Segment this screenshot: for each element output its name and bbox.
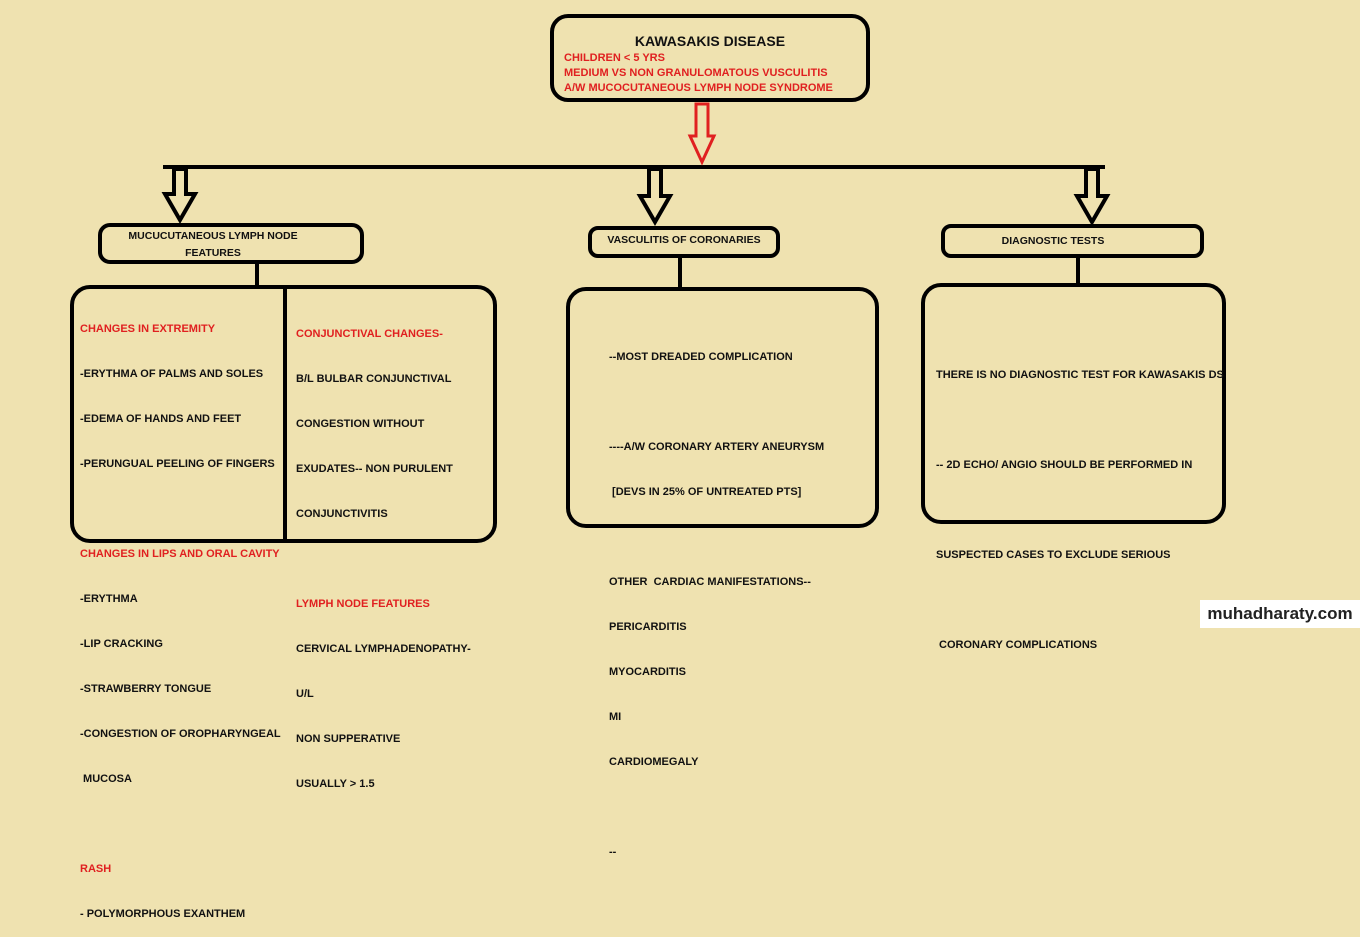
item: USUALLY > 1.5 <box>296 778 375 790</box>
item: CORONARY COMPLICATIONS <box>936 639 1098 651</box>
heading: CHANGES IN EXTREMITY <box>80 323 216 335</box>
item: MYOCARDITIS <box>609 666 686 678</box>
item: CONGESTION WITHOUT <box>296 418 425 430</box>
item: -EDEMA OF HANDS AND FEET <box>80 413 242 425</box>
black-down-arrows <box>161 167 1111 227</box>
heading: LYMPH NODE FEATURES <box>296 598 430 610</box>
mlnf-right-column: CONJUNCTIVAL CHANGES- B/L BULBAR CONJUNC… <box>296 297 471 807</box>
item: CONJUNCTIVITIS <box>296 508 388 520</box>
item: U/L <box>296 688 314 700</box>
item: MI <box>609 711 622 723</box>
top-title: KAWASAKIS DISEASE <box>634 33 786 49</box>
item: -- 2D ECHO/ ANGIO SHOULD BE PERFORMED IN <box>936 459 1193 471</box>
item: -ERYTHMA <box>80 593 138 605</box>
diag-content: THERE IS NO DIAGNOSTIC TEST FOR KAWASAKI… <box>936 300 1224 690</box>
item: CERVICAL LYMPHADENOPATHY- <box>296 643 471 655</box>
arrow-down-icon <box>161 167 199 225</box>
label-mlnf-2: FEATURES <box>185 247 241 259</box>
item: -- <box>609 846 617 858</box>
item: SUSPECTED CASES TO EXCLUDE SERIOUS <box>936 549 1171 561</box>
item: CARDIOMEGALY <box>609 756 699 768</box>
item: EXUDATES-- NON PURULENT <box>296 463 453 475</box>
item: - POLYMORPHOUS EXANTHEM <box>80 908 246 920</box>
item: -ERYTHMA OF PALMS AND SOLES <box>80 368 264 380</box>
vasc-content: --MOST DREADED COMPLICATION ----A/W CORO… <box>609 320 824 875</box>
item: B/L BULBAR CONJUNCTIVAL <box>296 373 452 385</box>
label-vasc: VASCULITIS OF CORONARIES <box>607 234 761 246</box>
content-box-vasc <box>566 287 879 528</box>
top-box <box>550 14 870 102</box>
watermark: muhadharaty.com <box>1200 600 1360 628</box>
diagram-connectors <box>70 14 1226 543</box>
item: --MOST DREADED COMPLICATION <box>609 351 793 363</box>
top-line: CHILDREN < 5 YRS <box>564 52 665 64</box>
arrow-down-icon <box>1073 167 1111 227</box>
label-diag: DIAGNOSTIC TESTS <box>1001 235 1105 247</box>
label-box-vasc <box>588 226 780 258</box>
item: THERE IS NO DIAGNOSTIC TEST FOR KAWASAKI… <box>936 369 1224 381</box>
red-down-arrow <box>687 102 717 166</box>
top-line: A/W MUCOCUTANEOUS LYMPH NODE SYNDROME <box>564 82 833 94</box>
label-mlnf-1: MUCUCUTANEOUS LYMPH NODE <box>128 230 298 242</box>
item: -LIP CRACKING <box>80 638 163 650</box>
item: -CONGESTION OF OROPHARYNGEAL <box>80 728 281 740</box>
item: [DEVS IN 25% OF UNTREATED PTS] <box>609 486 802 498</box>
content-box-diag <box>921 283 1226 524</box>
mlnf-left-column: CHANGES IN EXTREMITY -ERYTHMA OF PALMS A… <box>80 292 281 937</box>
item: -PERUNGUAL PEELING OF FINGERS <box>80 458 275 470</box>
item: OTHER CARDIAC MANIFESTATIONS-- <box>609 576 811 588</box>
arrow-down-icon <box>636 167 674 227</box>
label-box-mlnf <box>98 223 364 264</box>
heading: CHANGES IN LIPS AND ORAL CAVITY <box>80 548 280 560</box>
item: NON SUPPERATIVE <box>296 733 401 745</box>
top-line: MEDIUM VS NON GRANULOMATOUS VUSCULITIS <box>564 67 828 79</box>
heading: CONJUNCTIVAL CHANGES- <box>296 328 443 340</box>
label-box-diag <box>941 224 1204 258</box>
item: -STRAWBERRY TONGUE <box>80 683 212 695</box>
item: MUCOSA <box>80 773 132 785</box>
item: ----A/W CORONARY ARTERY ANEURYSM <box>609 441 825 453</box>
heading: RASH <box>80 863 112 875</box>
